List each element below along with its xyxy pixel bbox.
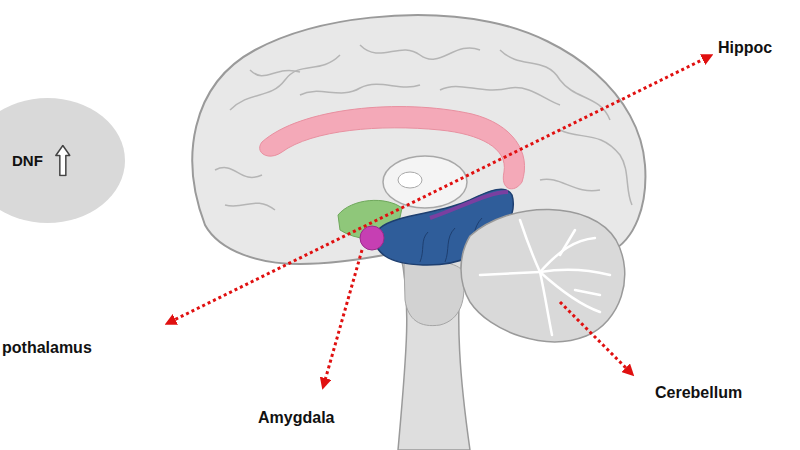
- grey-ellipse: DNF: [0, 98, 125, 223]
- cerebellum-region: [461, 209, 625, 341]
- region-label: Hippoc: [718, 38, 772, 57]
- leader-arrow: [324, 250, 362, 384]
- increase-arrow: [56, 146, 70, 176]
- arbor-vitae: [480, 220, 610, 335]
- amygdala-region: [360, 226, 384, 250]
- ellipse-fill: [0, 98, 125, 223]
- hippocampus-accent: [430, 192, 508, 218]
- region-label: pothalamus: [2, 338, 92, 357]
- brainstem: [398, 252, 470, 450]
- thalamus-core: [398, 172, 422, 188]
- leader-arrow: [170, 57, 708, 322]
- leader-arrows: [170, 57, 708, 384]
- node-label: DNF: [12, 152, 43, 170]
- thalamus: [383, 156, 467, 208]
- pons: [404, 260, 464, 325]
- gyri: [215, 45, 632, 210]
- region-label: Amygdala: [258, 408, 334, 427]
- leader-arrow: [560, 302, 630, 372]
- region-label: Cerebellum: [655, 383, 742, 402]
